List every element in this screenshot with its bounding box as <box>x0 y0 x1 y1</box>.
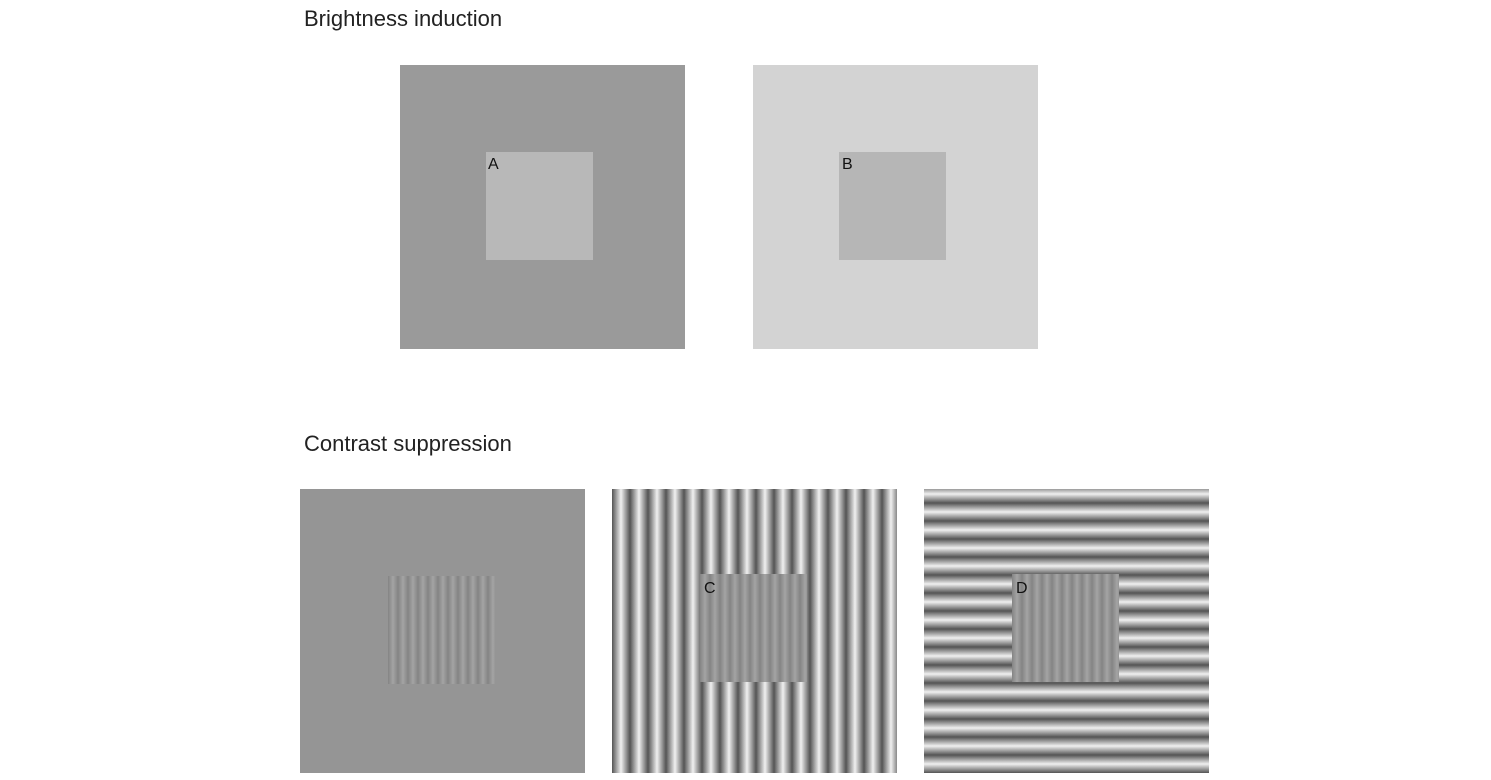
brightness-panel-b: B <box>753 65 1038 349</box>
contrast-panel-d: D <box>924 489 1209 773</box>
label-d: D <box>1016 580 1028 597</box>
contrast-panel-c: C <box>612 489 897 773</box>
brightness-panel-a: A <box>400 65 685 349</box>
center-grating-d <box>1012 574 1119 682</box>
center-grating-plain <box>388 576 495 684</box>
center-square-b <box>839 152 946 260</box>
label-c: C <box>704 580 716 597</box>
center-grating-c <box>700 574 807 682</box>
contrast-suppression-title: Contrast suppression <box>304 431 512 456</box>
center-square-a <box>486 152 593 260</box>
label-a: A <box>488 156 499 173</box>
label-b: B <box>842 156 853 173</box>
brightness-induction-title: Brightness induction <box>304 6 503 31</box>
contrast-panel-plain-surround <box>300 489 585 773</box>
